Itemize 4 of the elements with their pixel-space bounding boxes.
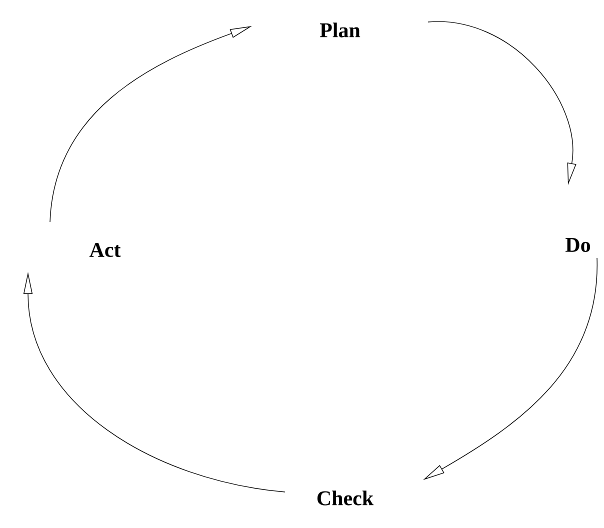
step-label: Act [89,242,121,258]
step-label: Check [317,490,374,506]
step-label: Plan [320,22,360,38]
step-label: Do [566,238,590,252]
